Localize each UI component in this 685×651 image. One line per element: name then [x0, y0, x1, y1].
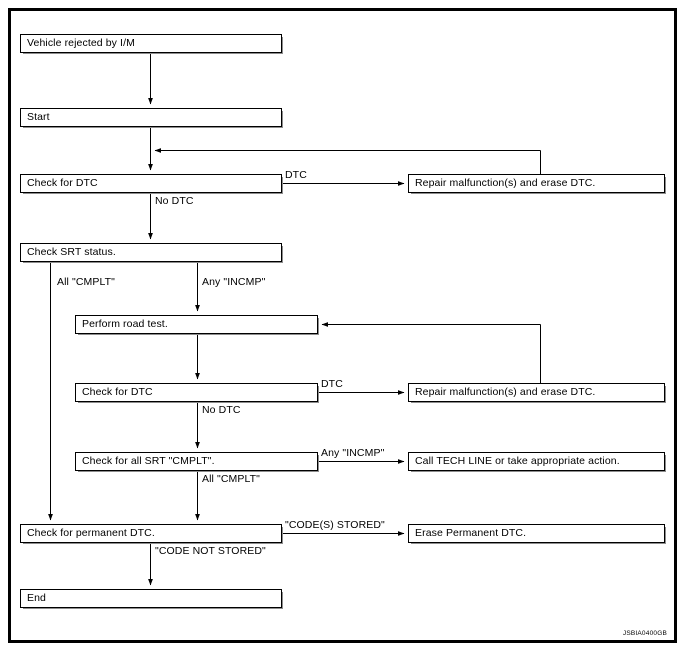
edge-label-dtc-1: DTC	[285, 169, 307, 181]
edge-label-code-not-stored: "CODE NOT STORED"	[155, 545, 266, 557]
node-call-tech-line: Call TECH LINE or take appropriate actio…	[408, 452, 665, 471]
node-check-dtc-1: Check for DTC	[20, 174, 282, 193]
edge-label-all-cmplt-2: All "CMPLT"	[202, 473, 260, 485]
edge-label-no-dtc-1: No DTC	[155, 195, 194, 207]
edge-label-no-dtc-2: No DTC	[202, 404, 241, 416]
node-label: Erase Permanent DTC.	[415, 527, 527, 540]
node-label: Call TECH LINE or take appropriate actio…	[415, 455, 620, 468]
node-label: Check for DTC	[27, 177, 98, 190]
node-check-dtc-2: Check for DTC	[75, 383, 318, 402]
node-label: End	[27, 592, 46, 605]
node-road-test: Perform road test.	[75, 315, 318, 334]
node-erase-permanent: Erase Permanent DTC.	[408, 524, 665, 543]
node-repair-2: Repair malfunction(s) and erase DTC.	[408, 383, 665, 402]
edge-label-any-incmp-1: Any "INCMP"	[202, 276, 266, 288]
node-label: Check for DTC	[82, 386, 153, 399]
figure-code: JSBIA0400GB	[622, 630, 667, 637]
node-vehicle-rejected: Vehicle rejected by I/M	[20, 34, 282, 53]
node-label: Vehicle rejected by I/M	[27, 37, 135, 50]
diagram-frame	[8, 8, 677, 643]
node-start: Start	[20, 108, 282, 127]
node-label: Perform road test.	[82, 318, 168, 331]
node-label: Check SRT status.	[27, 246, 116, 259]
node-label: Repair malfunction(s) and erase DTC.	[415, 386, 596, 399]
edge-label-any-incmp-2: Any "INCMP"	[321, 447, 385, 459]
edge-label-codes-stored: "CODE(S) STORED"	[285, 519, 385, 531]
node-check-all-srt: Check for all SRT "CMPLT".	[75, 452, 318, 471]
node-label: Start	[27, 111, 50, 124]
node-end: End	[20, 589, 282, 608]
node-check-permanent: Check for permanent DTC.	[20, 524, 282, 543]
node-label: Check for permanent DTC.	[27, 527, 155, 540]
node-check-srt: Check SRT status.	[20, 243, 282, 262]
node-label: Check for all SRT "CMPLT".	[82, 455, 215, 468]
edge-label-all-cmplt-1: All "CMPLT"	[57, 276, 115, 288]
node-label: Repair malfunction(s) and erase DTC.	[415, 177, 596, 190]
node-repair-1: Repair malfunction(s) and erase DTC.	[408, 174, 665, 193]
edge-label-dtc-2: DTC	[321, 378, 343, 390]
